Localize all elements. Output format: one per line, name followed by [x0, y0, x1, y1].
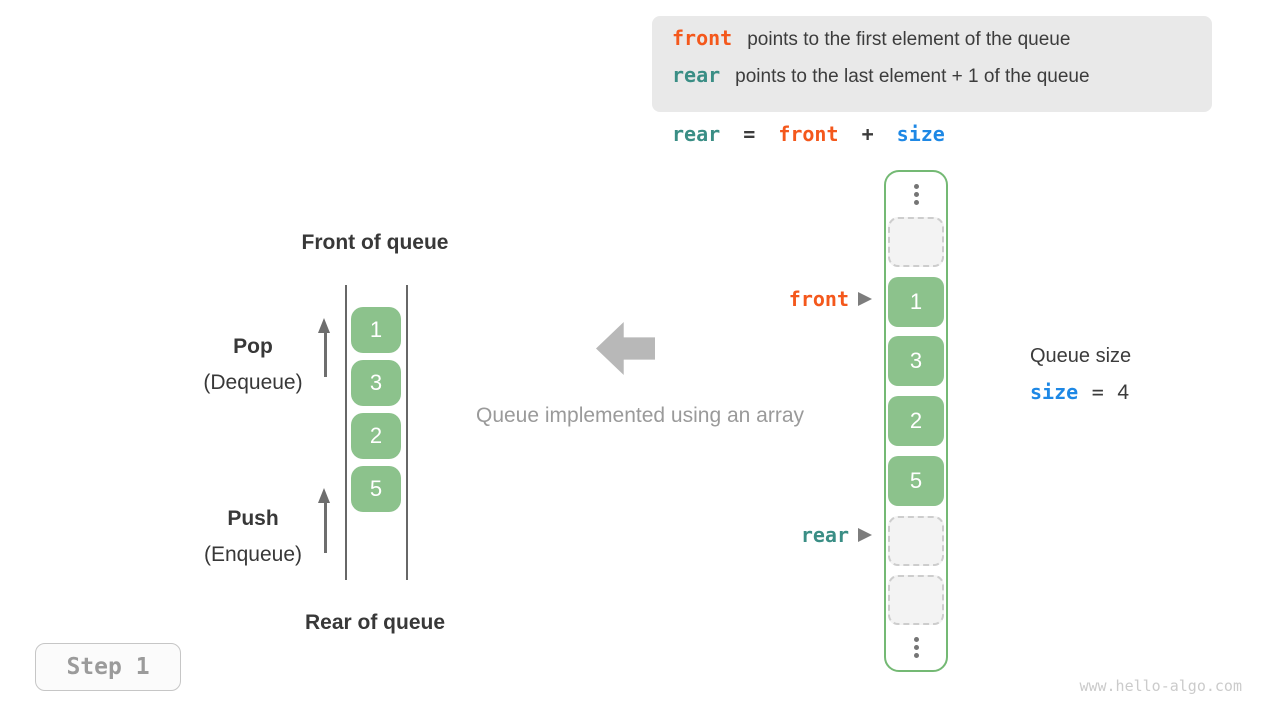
enqueue-label: (Enqueue) — [203, 543, 303, 566]
formula-rear: rear — [672, 122, 721, 146]
formula: rear = front + size — [672, 122, 956, 146]
step-badge: Step 1 — [35, 643, 181, 691]
array-cell: 5 — [888, 455, 944, 506]
array-cell: 2 — [888, 396, 944, 446]
queue-cell: 1 — [351, 307, 401, 353]
legend-line-rear: rear points to the last element + 1 of t… — [672, 63, 1212, 100]
size-value: 4 — [1117, 381, 1130, 404]
array-empty-cell — [888, 216, 944, 267]
legend-text-rear: points to the last element + 1 of the qu… — [735, 66, 1090, 87]
dequeue-label: (Dequeue) — [203, 371, 303, 394]
legend-box: front points to the first element of the… — [652, 16, 1212, 112]
array-caption: Queue implemented using an array — [475, 404, 805, 427]
array-cell: 1 — [888, 276, 944, 327]
push-arrow-icon — [318, 488, 330, 503]
push-label: Push — [227, 507, 279, 530]
rear-of-queue-label: Rear of queue — [304, 611, 446, 634]
rear-pointer-arrow-icon — [858, 528, 872, 542]
size-formula: size = 4 — [1030, 380, 1129, 405]
formula-front: front — [778, 122, 839, 146]
pop-arrow-icon — [318, 318, 330, 333]
watermark: www.hello-algo.com — [1079, 677, 1242, 695]
front-pointer-arrow-icon — [858, 292, 872, 306]
ellipsis-top-icon — [913, 182, 919, 207]
pop-label: Pop — [233, 335, 273, 358]
queue-cell: 3 — [351, 360, 401, 406]
queue-cell: 5 — [351, 466, 401, 512]
legend-line-front: front points to the first element of the… — [672, 26, 1212, 63]
queue-size-label: Queue size — [1030, 345, 1132, 367]
array-empty-cell — [888, 515, 944, 566]
ellipsis-bottom-icon — [913, 635, 919, 660]
front-of-queue-label: Front of queue — [301, 231, 449, 254]
legend-text-front: points to the first element of the queue — [747, 29, 1071, 50]
rear-pointer: rear — [642, 521, 872, 549]
left-block-arrow-icon — [596, 322, 655, 375]
front-keyword: front — [672, 26, 733, 50]
formula-plus: + — [861, 122, 874, 146]
queue-wall-right-icon — [406, 285, 408, 580]
pop-arrow-line-icon — [324, 331, 327, 377]
array-cell: 3 — [888, 336, 944, 387]
array-empty-cell — [888, 575, 944, 626]
size-equals: = — [1091, 380, 1104, 404]
push-arrow-line-icon — [324, 501, 327, 553]
array-container: 1 3 2 5 — [884, 170, 948, 672]
size-variable: size — [1030, 380, 1079, 404]
rear-pointer-label: rear — [800, 523, 849, 547]
rear-keyword: rear — [672, 63, 721, 87]
formula-equals: = — [743, 122, 756, 146]
queue-wall-left-icon — [345, 285, 347, 580]
formula-size: size — [896, 122, 945, 146]
front-pointer: front — [642, 285, 872, 313]
queue-cell: 2 — [351, 413, 401, 459]
front-pointer-label: front — [788, 287, 849, 311]
